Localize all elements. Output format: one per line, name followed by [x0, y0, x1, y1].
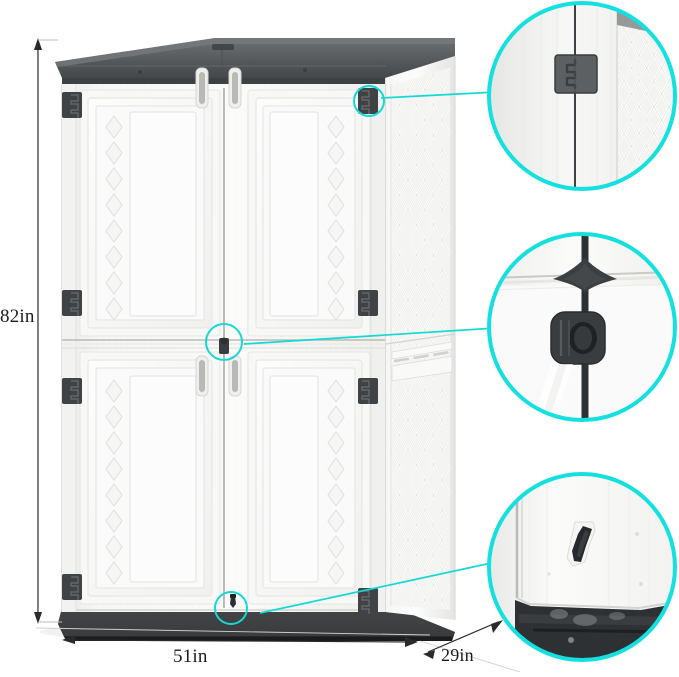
- hinges-right: [358, 88, 378, 614]
- height-dimension-line: [34, 38, 42, 624]
- depth-dimension-label: 29in: [441, 645, 474, 665]
- hinges-left: [62, 92, 82, 600]
- center-latch-hardware: [219, 337, 229, 354]
- upper-door-handles: [195, 67, 242, 109]
- leader-latch: [243, 327, 497, 345]
- bottom-latch-hardware: [230, 594, 236, 608]
- leader-hinge: [380, 91, 498, 99]
- depth-dimension-line: [423, 620, 503, 659]
- width-dimension-line: [62, 635, 418, 647]
- callout-hinge-detail: [489, 3, 675, 189]
- callout-floor-latch-detail: [489, 474, 675, 660]
- width-dimension-label: 51in: [173, 646, 208, 667]
- leader-floor-latch: [259, 561, 497, 614]
- callout-leader-lines: [243, 91, 498, 614]
- height-dimension-label: 82in: [0, 306, 35, 327]
- callout-latch-detail: [489, 234, 675, 420]
- lower-door-handles: [195, 355, 242, 397]
